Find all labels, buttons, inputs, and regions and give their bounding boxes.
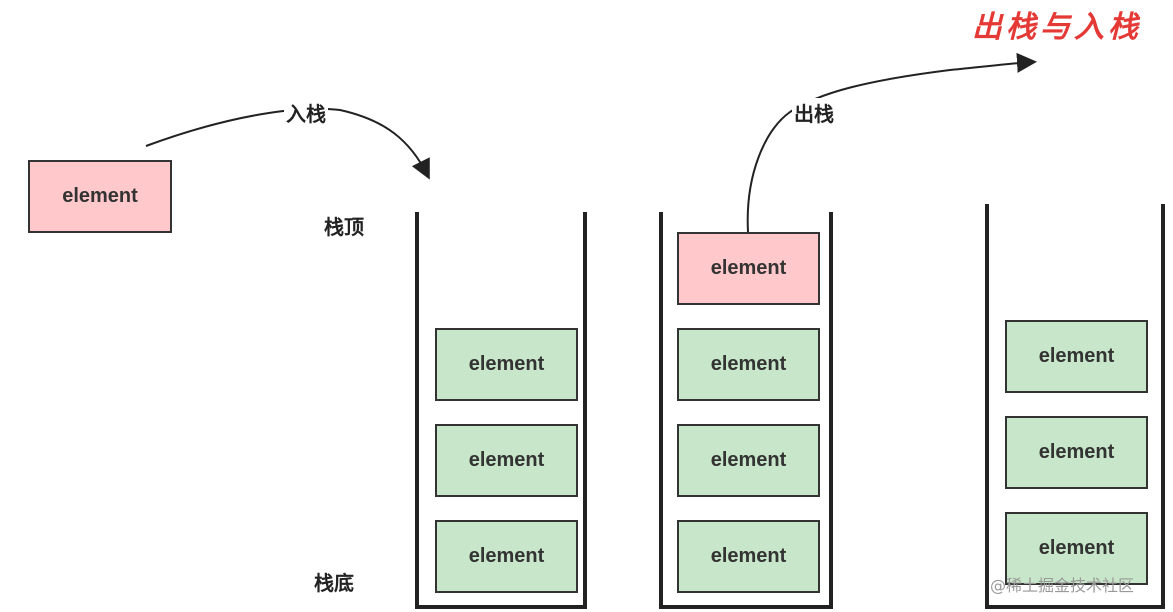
stack-result [985, 204, 1165, 609]
stack-result-element-1: element [1005, 512, 1148, 585]
stack-bottom-label: 栈底 [314, 571, 354, 595]
stack-pop [659, 212, 833, 609]
stack-pop-element-3: element [677, 328, 820, 401]
pop-label: 出栈 [792, 98, 836, 127]
stack-pop-element-2: element [677, 424, 820, 497]
pop-arrow [746, 52, 1037, 233]
stack-pop-element-1: element [677, 520, 820, 593]
push-arrow [145, 107, 430, 180]
stack-result-element-3: element [1005, 320, 1148, 393]
stack-top-label: 栈顶 [324, 215, 364, 239]
watermark: @稀土掘金技术社区 [990, 576, 1135, 595]
push-label: 入栈 [284, 98, 328, 127]
diagram-title: 出栈与入栈 [972, 10, 1142, 45]
stack-push-element-3: element [435, 328, 578, 401]
incoming-element: element [28, 160, 172, 233]
stack-result-element-2: element [1005, 416, 1148, 489]
stack-push-element-1: element [435, 520, 578, 593]
stack-push [415, 212, 587, 609]
stack-pop-top-element: element [677, 232, 820, 305]
stack-push-element-2: element [435, 424, 578, 497]
